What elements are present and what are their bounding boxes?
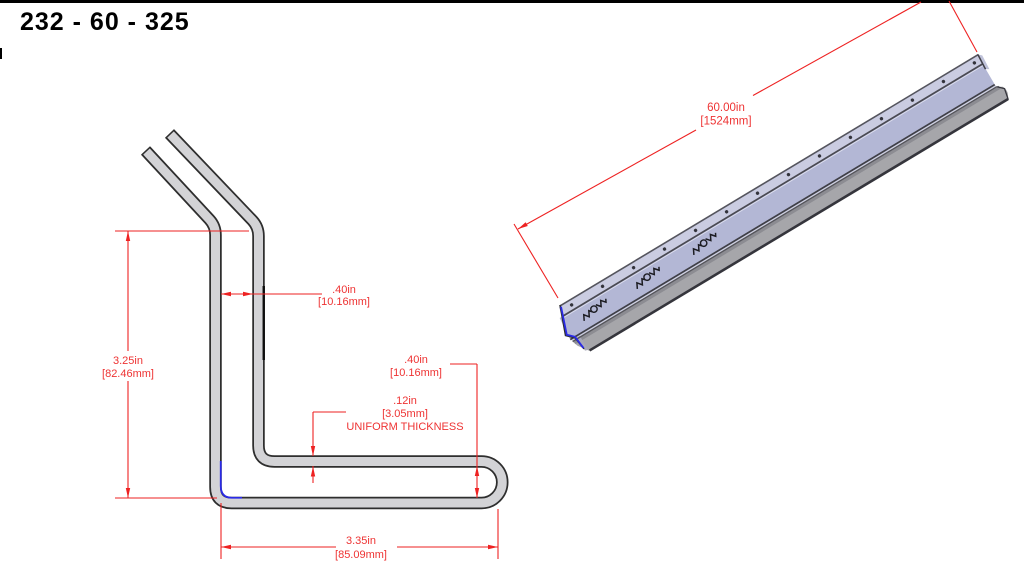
sheet-edge-mark xyxy=(0,48,2,59)
dimension-wall-gap: .40in [10.16mm] xyxy=(221,284,370,308)
cross-section-view: .40in [10.16mm] 3.25in [82.46mm] . xyxy=(102,129,509,561)
dim-hook-gap-mm: [10.16mm] xyxy=(390,367,442,379)
hole xyxy=(972,61,977,65)
arrowhead-down xyxy=(474,488,480,498)
dim-length-mm: [1524mm] xyxy=(700,116,751,128)
arrowhead-down xyxy=(310,446,316,456)
spring-clip xyxy=(636,266,660,289)
dimension-height: 3.25in [82.46mm] xyxy=(102,230,249,499)
rail-left-end-blue-edge xyxy=(560,306,585,349)
rail-bend-line-1 xyxy=(569,83,996,341)
blue-corner-edge xyxy=(219,461,242,499)
arrowhead-left xyxy=(221,544,231,550)
dim-thickness-in: .12in xyxy=(393,395,417,407)
rail-web-face xyxy=(559,63,995,340)
isometric-view: 60.00in [1524mm] xyxy=(513,0,1009,352)
hole xyxy=(662,247,667,251)
dim-thickness-mm: [3.05mm] xyxy=(382,408,428,420)
dimension-thickness: .12in [3.05mm] UNIFORM THICKNESS xyxy=(310,395,464,483)
flange-far-lip-edge xyxy=(588,97,1009,352)
dim-wall-gap-in: .40in xyxy=(332,284,356,296)
rail-right-end-edge xyxy=(977,54,987,70)
sheet-top-border xyxy=(0,0,1024,3)
dim-line-seg2 xyxy=(752,1,922,96)
rail-top-strip xyxy=(558,55,983,317)
hole xyxy=(848,135,853,140)
rail-right-end-face xyxy=(977,54,990,70)
dim-wall-gap-mm: [10.16mm] xyxy=(318,296,370,308)
rail-bottom-flange xyxy=(572,86,1009,352)
hole xyxy=(755,191,760,195)
dim-length-in: 60.00in xyxy=(707,102,745,114)
rail-bend-line-2 xyxy=(572,85,998,343)
dim-hook-gap-in: .40in xyxy=(404,354,428,366)
arrowhead-left xyxy=(221,291,231,297)
drawing-title: 232 - 60 - 325 xyxy=(20,8,190,36)
dim-height-mm: [82.46mm] xyxy=(102,368,154,380)
arrowhead-up xyxy=(310,466,316,477)
flange-right-end-edge xyxy=(996,86,1009,100)
arrowhead-right xyxy=(243,291,253,297)
hole xyxy=(693,228,698,233)
hole xyxy=(724,210,729,214)
flange-shade xyxy=(573,85,1001,345)
ext-line-left xyxy=(513,223,559,299)
rail-ridge-highlight xyxy=(562,65,984,319)
rail-ridge-line xyxy=(561,63,984,318)
dimension-hook-gap: .40in [10.16mm] xyxy=(390,354,480,498)
rail-top-edge-line xyxy=(559,53,979,307)
arrowhead-right xyxy=(488,544,498,550)
ext-line-right xyxy=(948,0,978,53)
spring-clip xyxy=(692,232,717,255)
rail-3d-body xyxy=(558,53,1009,352)
dim-width-mm: [85.09mm] xyxy=(335,549,387,561)
dimension-width: 3.35in [85.09mm] xyxy=(220,503,499,561)
dimension-length-60in: 60.00in [1524mm] xyxy=(513,0,978,299)
hole xyxy=(879,117,884,121)
mounting-holes xyxy=(569,61,977,307)
flange-end-cap-left xyxy=(140,146,152,156)
arrowhead xyxy=(518,222,528,229)
arrowhead-down xyxy=(125,488,131,498)
hole xyxy=(569,303,574,307)
spring-clips xyxy=(582,232,717,321)
flange-end-cap-right xyxy=(164,129,176,139)
dim-height-in: 3.25in xyxy=(113,355,143,367)
hole xyxy=(600,284,605,289)
rail-bend-highlight xyxy=(571,85,996,341)
hole xyxy=(910,98,915,102)
hole xyxy=(941,79,946,84)
dim-thickness-note: UNIFORM THICKNESS xyxy=(346,421,463,433)
profile-outline xyxy=(141,129,509,510)
dim-line-seg1 xyxy=(517,129,697,230)
hole xyxy=(631,265,636,270)
dim-width-in: 3.35in xyxy=(346,535,376,547)
hole xyxy=(786,172,791,177)
spring-clip xyxy=(582,298,607,321)
profile-fill xyxy=(142,130,507,508)
arrowhead-up xyxy=(474,466,480,476)
arrowhead-up xyxy=(125,231,131,241)
hole xyxy=(817,154,822,158)
